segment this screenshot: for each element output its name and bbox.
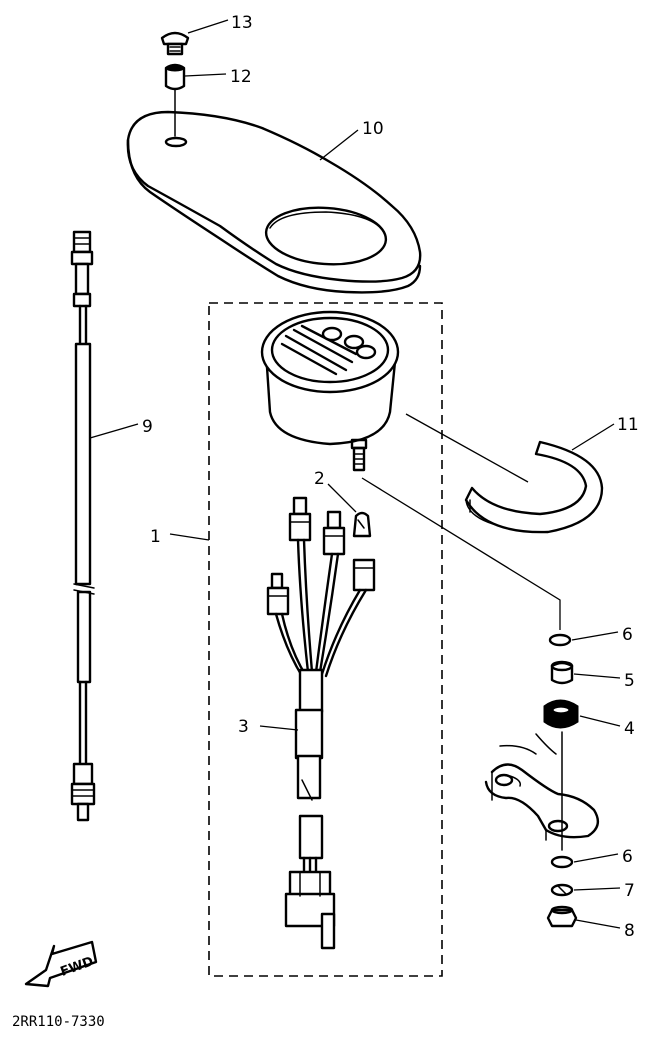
label-3: 3 bbox=[238, 717, 249, 737]
leader-12 bbox=[184, 73, 227, 77]
label-11: 11 bbox=[617, 415, 639, 435]
leader-13 bbox=[187, 19, 229, 34]
label-1: 1 bbox=[150, 527, 161, 547]
damper-ring-part-11 bbox=[464, 440, 604, 534]
leader-5 bbox=[573, 673, 621, 679]
label-9: 9 bbox=[142, 417, 153, 437]
leader-9 bbox=[89, 423, 139, 439]
wire-harness-part-3 bbox=[266, 496, 376, 950]
leader-8 bbox=[575, 919, 621, 929]
leader-10 bbox=[319, 129, 359, 161]
leader-6b bbox=[573, 853, 619, 863]
leader-1 bbox=[169, 533, 210, 541]
collar-part-12 bbox=[164, 63, 186, 137]
collar-part-5 bbox=[550, 660, 574, 685]
label-13: 13 bbox=[231, 13, 253, 33]
leader-2 bbox=[327, 483, 357, 513]
label-8: 8 bbox=[624, 921, 635, 941]
leader-3 bbox=[259, 725, 299, 731]
washer-part-6-bottom bbox=[550, 855, 574, 869]
diagram-code: 2RR110-7330 bbox=[12, 1014, 105, 1030]
meter-cable-part-9 bbox=[70, 230, 96, 822]
ring-alignment-line bbox=[405, 413, 529, 483]
grommet-part-4 bbox=[543, 699, 579, 729]
label-10: 10 bbox=[362, 119, 384, 139]
stay-bracket bbox=[484, 733, 600, 841]
label-6b: 6 bbox=[622, 847, 633, 867]
fwd-arrow-icon: FWD bbox=[24, 940, 98, 988]
label-12: 12 bbox=[230, 67, 252, 87]
spring-washer-part-7 bbox=[550, 883, 574, 897]
label-2: 2 bbox=[314, 469, 325, 489]
leader-7 bbox=[573, 887, 621, 891]
label-4: 4 bbox=[624, 719, 635, 739]
leader-11 bbox=[571, 423, 615, 451]
leader-4 bbox=[579, 715, 621, 727]
label-7: 7 bbox=[624, 881, 635, 901]
screw-part-13 bbox=[160, 31, 190, 56]
meter-assembly-boundary bbox=[208, 302, 443, 977]
leader-6a bbox=[571, 631, 619, 641]
meter-unit bbox=[260, 310, 400, 472]
nut-part-8 bbox=[546, 905, 578, 928]
bulb-part-2 bbox=[352, 511, 372, 538]
label-5: 5 bbox=[624, 671, 635, 691]
label-6a: 6 bbox=[622, 625, 633, 645]
stud-alignment-line bbox=[361, 477, 561, 630]
washer-part-6-top bbox=[548, 633, 572, 647]
meter-bracket-part-10 bbox=[126, 110, 422, 294]
